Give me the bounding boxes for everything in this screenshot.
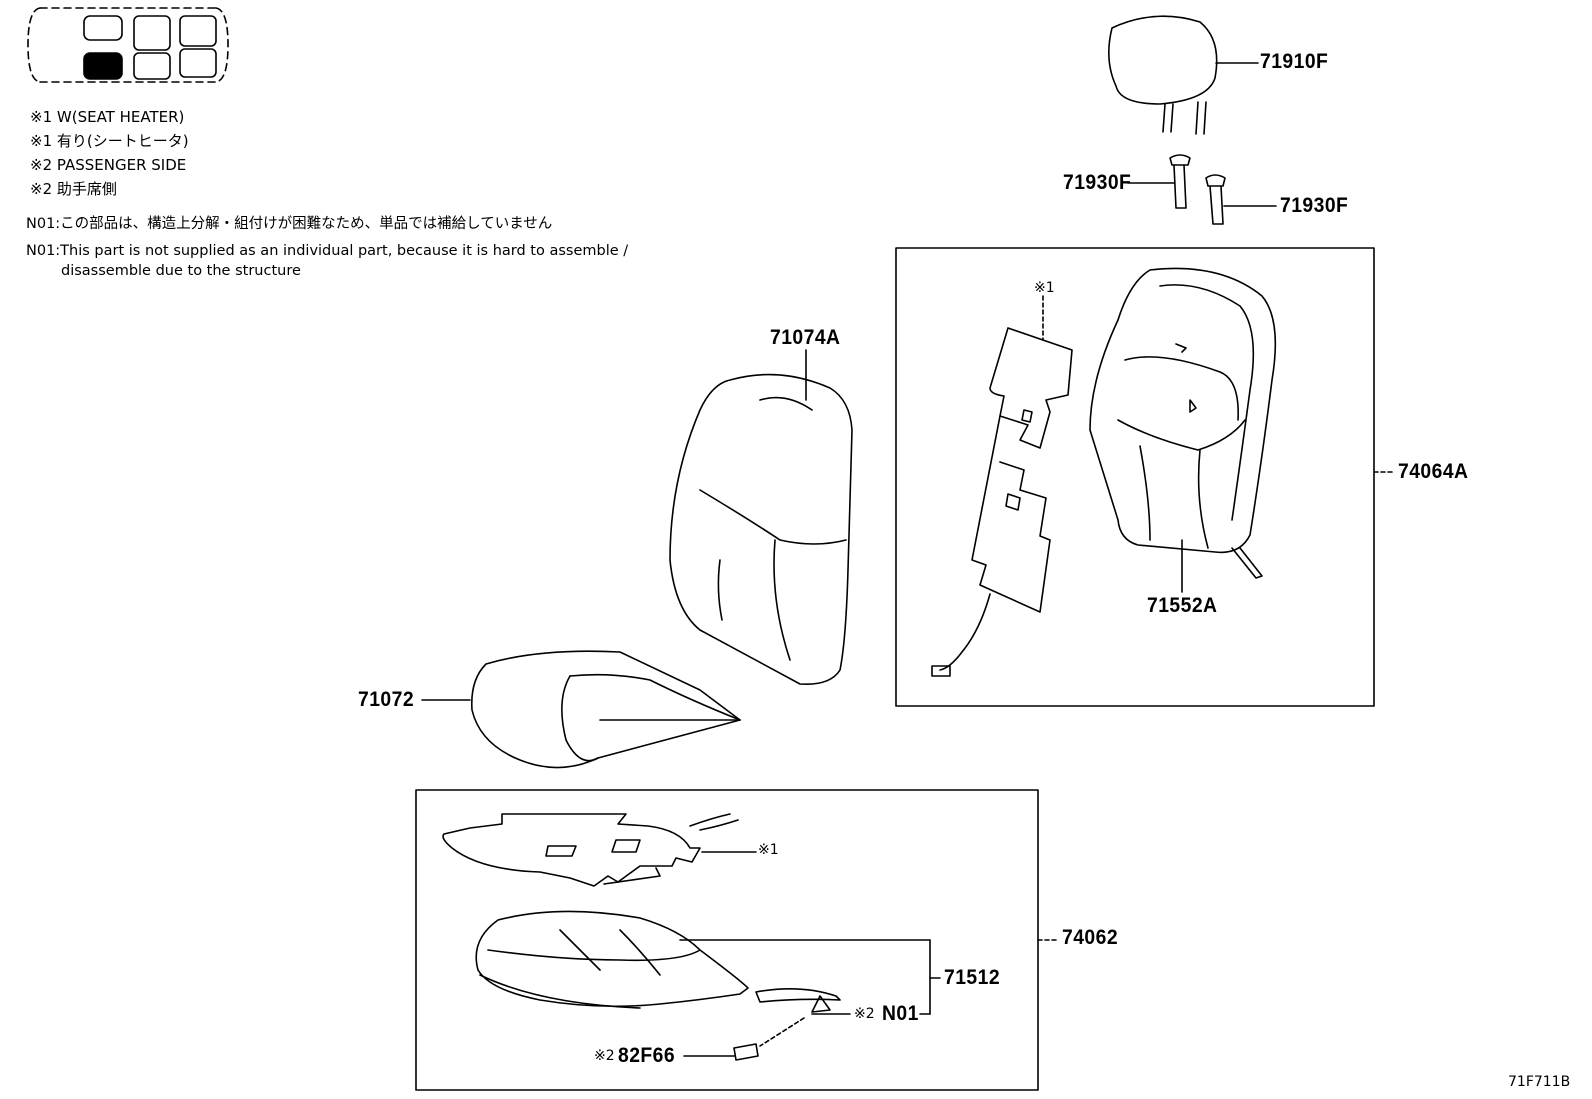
diagram-code: 71F711B xyxy=(1508,1074,1571,1090)
mark-heater-cushion: ※1 xyxy=(758,842,779,858)
mark-heater-back: ※1 xyxy=(1034,280,1055,296)
part-number-cushion-cover-assy[interactable]: 74062 xyxy=(1062,926,1119,949)
part-number-headrest-guide-left[interactable]: 71930F xyxy=(1063,171,1132,194)
part-number-seatback-cover-assy[interactable]: 74064A xyxy=(1398,460,1469,483)
part-number-cushion-cover[interactable]: 71512 xyxy=(944,966,1001,989)
seatback-cover-drawing xyxy=(1089,267,1277,593)
seat-position-indicator xyxy=(27,7,229,83)
note-n01-jp: N01:この部品は、構造上分解・組付けが困難なため、単品では補給していません xyxy=(26,216,553,232)
part-number-cushion-pad[interactable]: 71072 xyxy=(358,688,415,711)
note-n01-en-line2: disassemble due to the structure xyxy=(61,263,301,279)
note-passenger-side-en: ※2 PASSENGER SIDE xyxy=(30,156,187,174)
part-number-seatback-pad[interactable]: 71074A xyxy=(770,326,841,349)
part-number-headrest[interactable]: 71910F xyxy=(1260,50,1329,73)
seatback-pad-drawing xyxy=(669,349,853,686)
part-number-seatback-cover[interactable]: 71552A xyxy=(1147,594,1218,617)
note-n01-en-line1: N01:This part is not supplied as an indi… xyxy=(26,243,629,259)
seatback-heater-drawing xyxy=(931,295,1073,677)
seatback-cover-assy-box xyxy=(895,247,1375,707)
note-passenger-side-jp: ※2 助手席側 xyxy=(30,180,117,198)
mark-passenger-connector: ※2 xyxy=(594,1048,615,1064)
note-seat-heater-en: ※1 W(SEAT HEATER) xyxy=(30,108,185,126)
cushion-pad-drawing xyxy=(421,650,741,769)
cushion-heater-drawing xyxy=(442,813,757,887)
mark-passenger-n01: ※2 xyxy=(854,1006,875,1022)
note-seat-heater-jp: ※1 有り(シートヒータ) xyxy=(30,132,189,150)
part-number-connector[interactable]: 82F66 xyxy=(618,1044,676,1067)
part-number-headrest-guide-right[interactable]: 71930F xyxy=(1280,194,1349,217)
cushion-cover-drawing xyxy=(475,910,941,1061)
part-number-n01[interactable]: N01 xyxy=(882,1002,919,1025)
headrest-drawing xyxy=(1108,15,1277,225)
